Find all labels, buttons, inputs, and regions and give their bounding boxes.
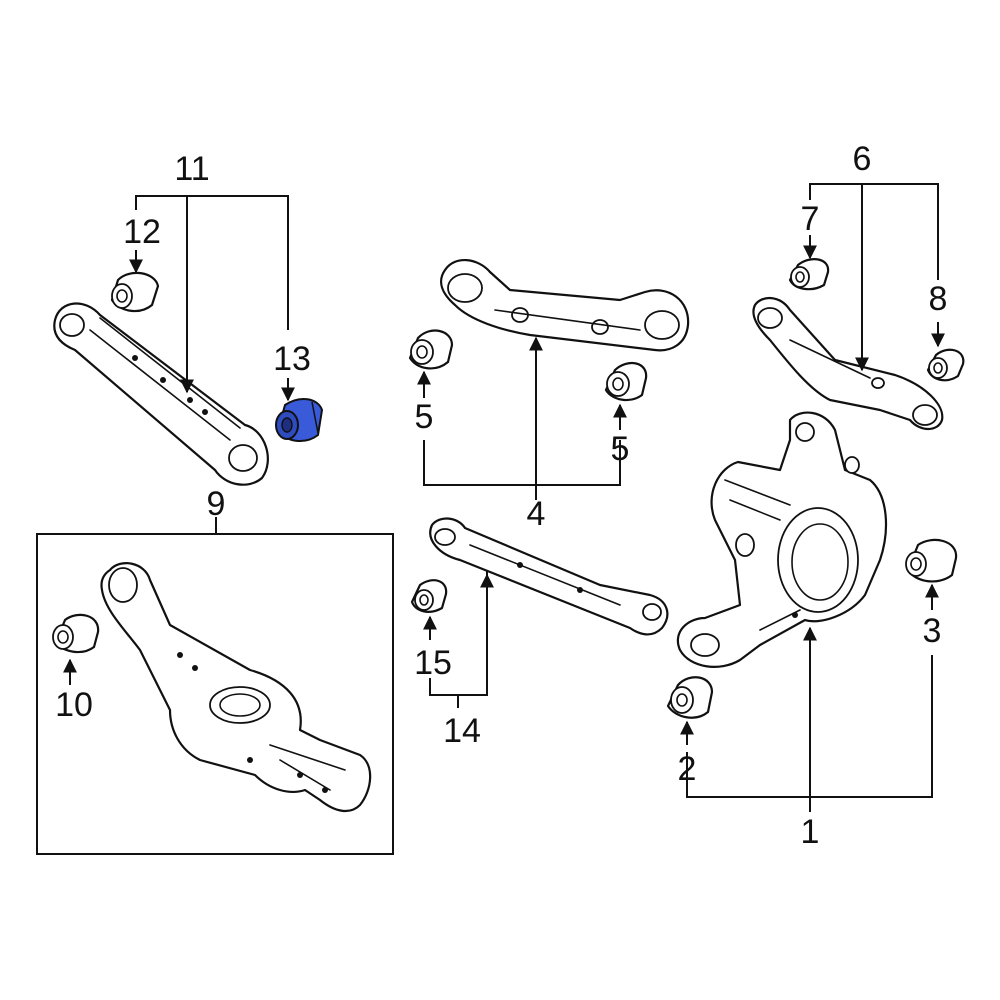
bushing-15[interactable] <box>410 579 448 613</box>
callout-6[interactable]: 6 <box>853 140 872 178</box>
bushing-5-right[interactable] <box>604 361 648 402</box>
camber-arm[interactable] <box>752 297 944 431</box>
bushing-8[interactable] <box>926 348 965 382</box>
bushing-13-highlighted[interactable] <box>275 398 324 442</box>
lateral-link[interactable] <box>429 517 669 636</box>
leader-11-group <box>129 195 295 402</box>
callout-5-left[interactable]: 5 <box>415 398 434 436</box>
bushing-3[interactable] <box>905 538 958 583</box>
bushing-10[interactable] <box>52 613 100 654</box>
lower-control-arm-9[interactable] <box>100 562 372 813</box>
lower-link-arm[interactable] <box>53 302 269 486</box>
callout-2[interactable]: 2 <box>678 750 697 788</box>
callout-1[interactable]: 1 <box>801 813 820 851</box>
bushing-12[interactable] <box>110 271 160 313</box>
leader-1-group <box>680 583 939 812</box>
callout-4[interactable]: 4 <box>527 495 546 533</box>
callout-13[interactable]: 13 <box>273 340 311 378</box>
callout-8[interactable]: 8 <box>929 280 948 318</box>
leader-4-group <box>417 336 627 500</box>
callout-14[interactable]: 14 <box>443 712 481 750</box>
upper-control-arm[interactable] <box>440 259 690 352</box>
knuckle[interactable] <box>676 411 888 668</box>
callout-12[interactable]: 12 <box>123 213 161 251</box>
callout-10[interactable]: 10 <box>55 686 93 724</box>
callout-7[interactable]: 7 <box>801 200 820 238</box>
callout-3[interactable]: 3 <box>923 612 942 650</box>
bushing-7[interactable] <box>788 258 830 291</box>
callout-9[interactable]: 9 <box>207 485 226 523</box>
leader-6-group <box>803 183 945 372</box>
bushing-2[interactable] <box>666 676 714 719</box>
leader-14-group <box>423 570 494 708</box>
bushing-5-left[interactable] <box>408 329 454 370</box>
callout-11[interactable]: 11 <box>174 150 209 188</box>
callout-15[interactable]: 15 <box>414 644 452 682</box>
callout-5-right[interactable]: 5 <box>611 430 630 468</box>
